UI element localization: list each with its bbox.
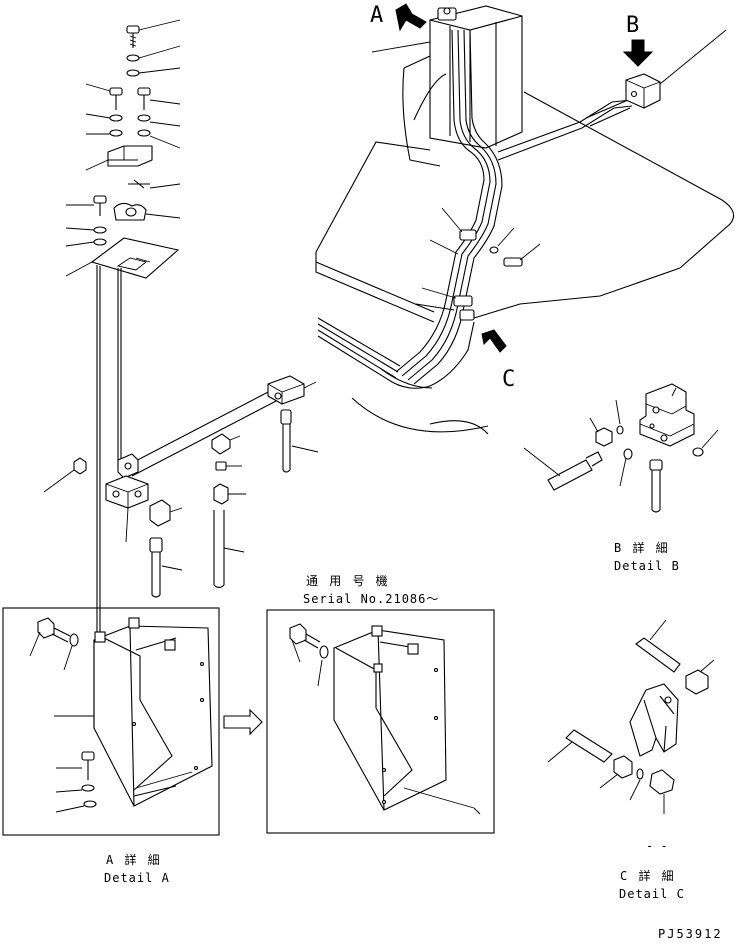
callout-b-label: B: [626, 13, 639, 38]
main-assembly: [315, 5, 735, 435]
detail-c-jp-label: C 詳 細: [620, 868, 676, 883]
right-arrow-icon: [223, 708, 263, 736]
serial-detail-box: [266, 609, 495, 834]
detail-c-en-label: Detail C: [619, 887, 685, 901]
detail-c-assembly: [547, 619, 715, 814]
detail-c-dashes: - -: [646, 839, 668, 853]
detail-b-jp-label: B 詳 細: [614, 540, 670, 555]
serial-en-label: Serial No.21086～: [303, 592, 439, 606]
detail-b-assembly: [523, 383, 719, 513]
detail-a-box: [2, 607, 220, 836]
diagonal-bar-assembly: [43, 375, 319, 598]
left-fastener-stack: [90, 25, 180, 640]
callout-a-label: A: [370, 3, 383, 28]
drawing-number: PJ53912: [658, 927, 723, 941]
arrow-a-icon: [395, 3, 427, 32]
left-stack-leaders: [65, 19, 181, 277]
arrow-b-icon: [622, 39, 654, 67]
arrow-c-icon: [481, 329, 507, 353]
detail-b-en-label: Detail B: [614, 559, 680, 573]
detail-a-jp-label: A 詳 細: [106, 852, 162, 867]
callout-c-label: C: [502, 367, 515, 392]
callout-arrows: [395, 3, 654, 353]
serial-jp-label: 通 用 号 機: [306, 573, 390, 588]
detail-a-en-label: Detail A: [104, 871, 170, 885]
